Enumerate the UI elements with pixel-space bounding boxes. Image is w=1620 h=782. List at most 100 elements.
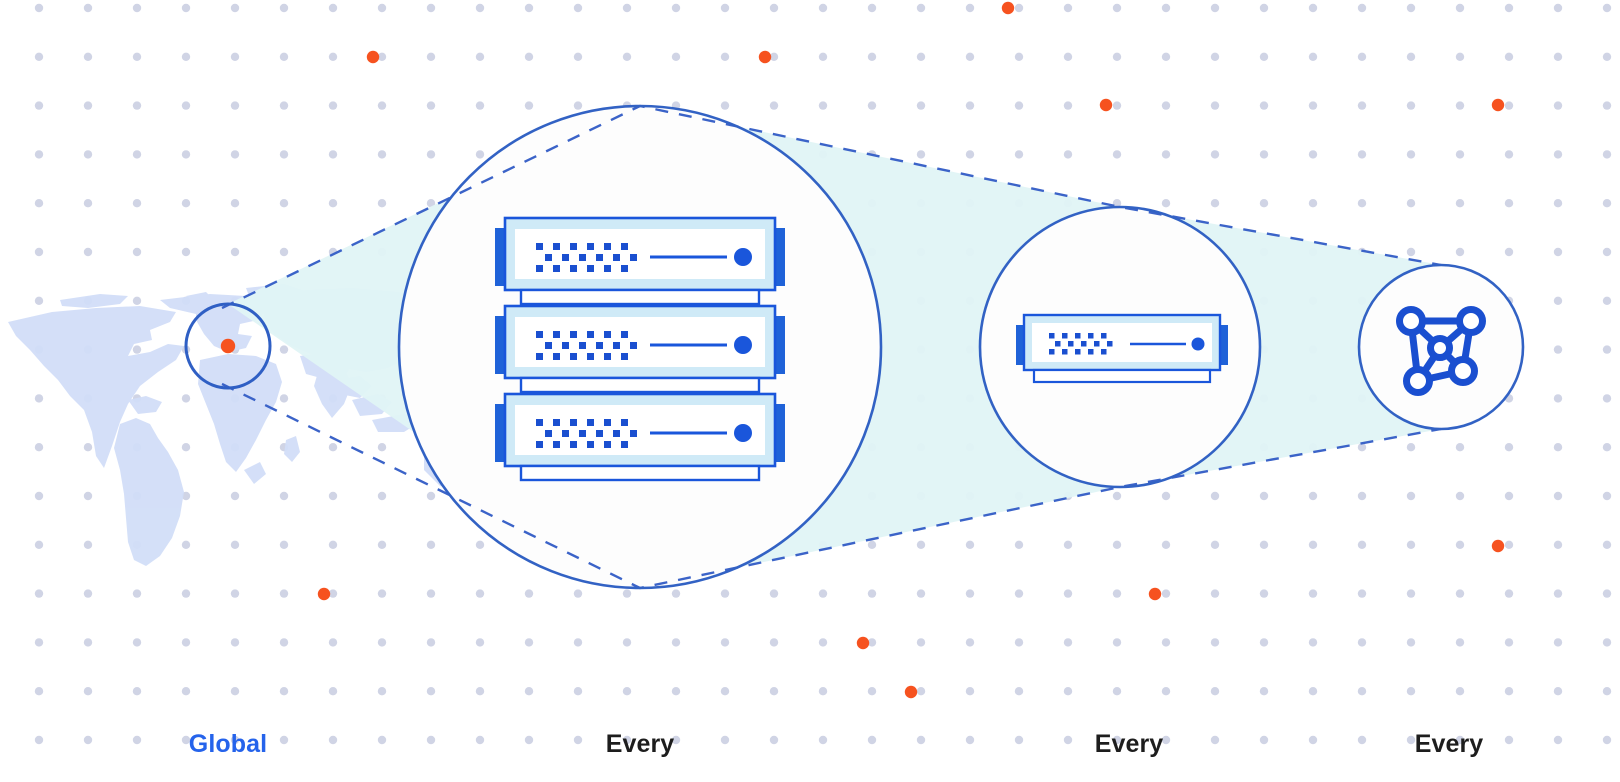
grid-dot [83,735,93,745]
rack-led-matrix [536,331,637,360]
grid-dot [426,589,436,598]
grid-dot [1161,638,1171,647]
grid-dot [1406,52,1416,61]
grid-dot [720,3,730,13]
grid-dot [1308,52,1318,61]
grid-dot [1014,687,1024,696]
grid-dot [426,735,436,745]
grid-dot [1112,687,1122,696]
grid-dot [965,540,975,549]
grid-dot [867,101,877,110]
grid-dot [1553,247,1563,257]
grid-dot [1161,101,1171,110]
grid-dot [230,491,240,501]
grid-dot [1259,199,1269,208]
grid-dot [1308,638,1318,647]
grid-dot [1357,199,1367,208]
grid-dot [1553,101,1563,110]
grid-dot [1455,52,1465,61]
grid-dot [377,687,387,696]
grid-dot [1553,394,1563,403]
single-server-icon [1016,313,1228,384]
grid-dot [1553,491,1563,501]
grid-dot [1553,638,1563,647]
accent-dot [758,50,772,64]
grid-dot [34,589,44,598]
grid-dot [818,101,828,110]
grid-dot [279,491,289,501]
grid-dot [1063,589,1073,598]
grid-dot [1210,150,1220,159]
grid-dot [1308,589,1318,598]
grid-dot [524,589,534,598]
grid-dot [279,394,289,403]
accent-dot [317,587,331,601]
grid-dot [1112,638,1122,647]
grid-dot [1210,687,1220,696]
grid-dot [1259,540,1269,549]
grid-dot [867,735,877,745]
grid-dot [1455,491,1465,501]
grid-dot [1210,589,1220,598]
grid-dot [1063,638,1073,647]
grid-dot [1357,52,1367,61]
label-line-1: Global [188,730,268,758]
grid-dot [34,638,44,647]
grid-dot [1014,3,1024,13]
grid-dot [1553,735,1563,745]
grid-dot [916,589,926,598]
grid-dot [671,589,681,598]
grid-dot [1455,247,1465,257]
grid-dot [328,540,338,549]
grid-dot [1210,638,1220,647]
grid-dot [475,3,485,13]
grid-dot [1259,52,1269,61]
grid-dot [818,638,828,647]
grid-dot [230,247,240,257]
grid-dot [720,735,730,745]
grid-dot [328,52,338,61]
grid-dot [769,3,779,13]
grid-dot [83,150,93,159]
grid-dot [573,687,583,696]
grid-dot [1357,687,1367,696]
grid-dot [965,735,975,745]
grid-dot [524,101,534,110]
grid-dot [1553,687,1563,696]
grid-dot [377,150,387,159]
grid-dot [965,589,975,598]
grid-dot [1553,150,1563,159]
grid-dot [279,638,289,647]
grid-dot [475,150,485,159]
grid-dot [1161,687,1171,696]
grid-dot [279,589,289,598]
grid-dot [1455,589,1465,598]
grid-dot [34,199,44,208]
grid-dot [34,540,44,549]
grid-dot [181,443,191,452]
grid-dot [573,735,583,745]
grid-dot [132,101,142,110]
grid-dot [867,52,877,61]
grid-dot [1504,638,1514,647]
grid-dot [279,687,289,696]
grid-dot [1161,589,1171,598]
grid-dot [230,540,240,549]
grid-dot [1259,3,1269,13]
grid-dot [916,101,926,110]
grid-dot [83,199,93,208]
grid-dot [1357,3,1367,13]
grid-dot [1406,150,1416,159]
grid-dot [671,3,681,13]
grid-dot [720,687,730,696]
grid-dot [1504,589,1514,598]
grid-dot [83,687,93,696]
rack-status-led [734,424,752,442]
grid-dot [377,101,387,110]
grid-dot [1259,589,1269,598]
grid-dot [1553,443,1563,452]
server-led-matrix [1049,333,1113,355]
grid-dot [1210,52,1220,61]
grid-dot [1504,540,1514,549]
grid-dot [34,52,44,61]
